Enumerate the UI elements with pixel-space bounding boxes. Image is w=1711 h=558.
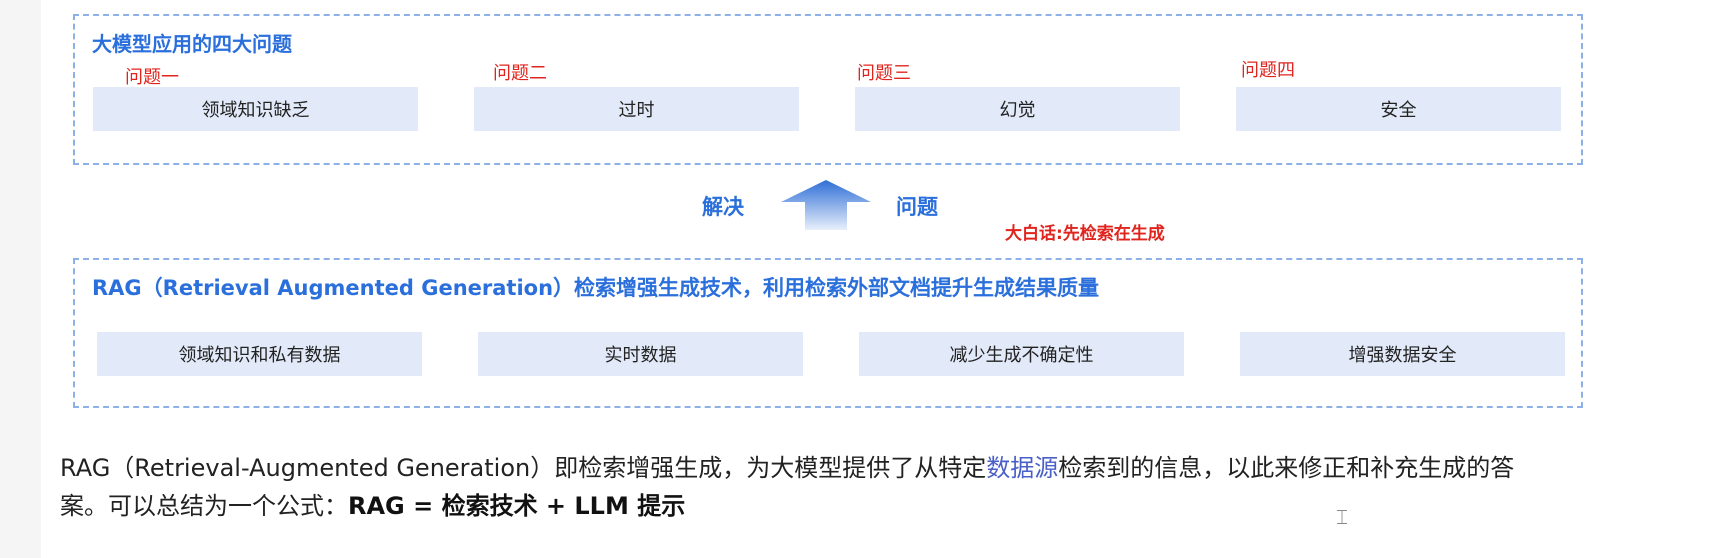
rag-reduce-uncertainty: 减少生成不确定性 [859, 332, 1184, 376]
problems-box: 大模型应用的四大问题 问题一 问题二 问题三 问题四 领域知识缺乏 过时 幻觉 … [73, 14, 1583, 165]
rag-data-security: 增强数据安全 [1240, 332, 1565, 376]
arrow-right-word: 问题 [896, 195, 938, 219]
plain-language-note: 大白话:先检索在生成 [1005, 224, 1165, 244]
problem-security: 安全 [1236, 87, 1561, 131]
problem-domain-knowledge: 领域知识缺乏 [93, 87, 418, 131]
paragraph-text-2: 检索到的信息，以此来修正和补充生成的答案。可以总结为一个公式： [60, 454, 1515, 520]
problem-outdated: 过时 [474, 87, 799, 131]
rag-title: RAG（Retrieval Augmented Generation）检索增强生… [92, 276, 1100, 300]
arrow-left-word: 解决 [702, 195, 744, 219]
text-cursor-icon: ⌶ [1336, 505, 1348, 529]
problem-label-2: 问题二 [493, 63, 547, 84]
rag-realtime-data: 实时数据 [478, 332, 803, 376]
data-source-link[interactable]: 数据源 [986, 454, 1059, 482]
document-page: 大模型应用的四大问题 问题一 问题二 问题三 问题四 领域知识缺乏 过时 幻觉 … [41, 0, 1711, 558]
rag-private-data: 领域知识和私有数据 [97, 332, 422, 376]
rag-box: RAG（Retrieval Augmented Generation）检索增强生… [73, 258, 1583, 408]
rag-paragraph: RAG（Retrieval-Augmented Generation）即检索增强… [60, 449, 1540, 525]
paragraph-text-1: RAG（Retrieval-Augmented Generation）即检索增强… [60, 454, 987, 482]
problem-label-3: 问题三 [857, 63, 911, 84]
up-arrow-icon [781, 180, 871, 230]
problems-title: 大模型应用的四大问题 [92, 32, 292, 56]
problem-label-1: 问题一 [125, 67, 179, 88]
problem-hallucination: 幻觉 [855, 87, 1180, 131]
rag-formula: RAG = 检索技术 + LLM 提示 [348, 492, 686, 520]
problem-label-4: 问题四 [1241, 60, 1295, 81]
